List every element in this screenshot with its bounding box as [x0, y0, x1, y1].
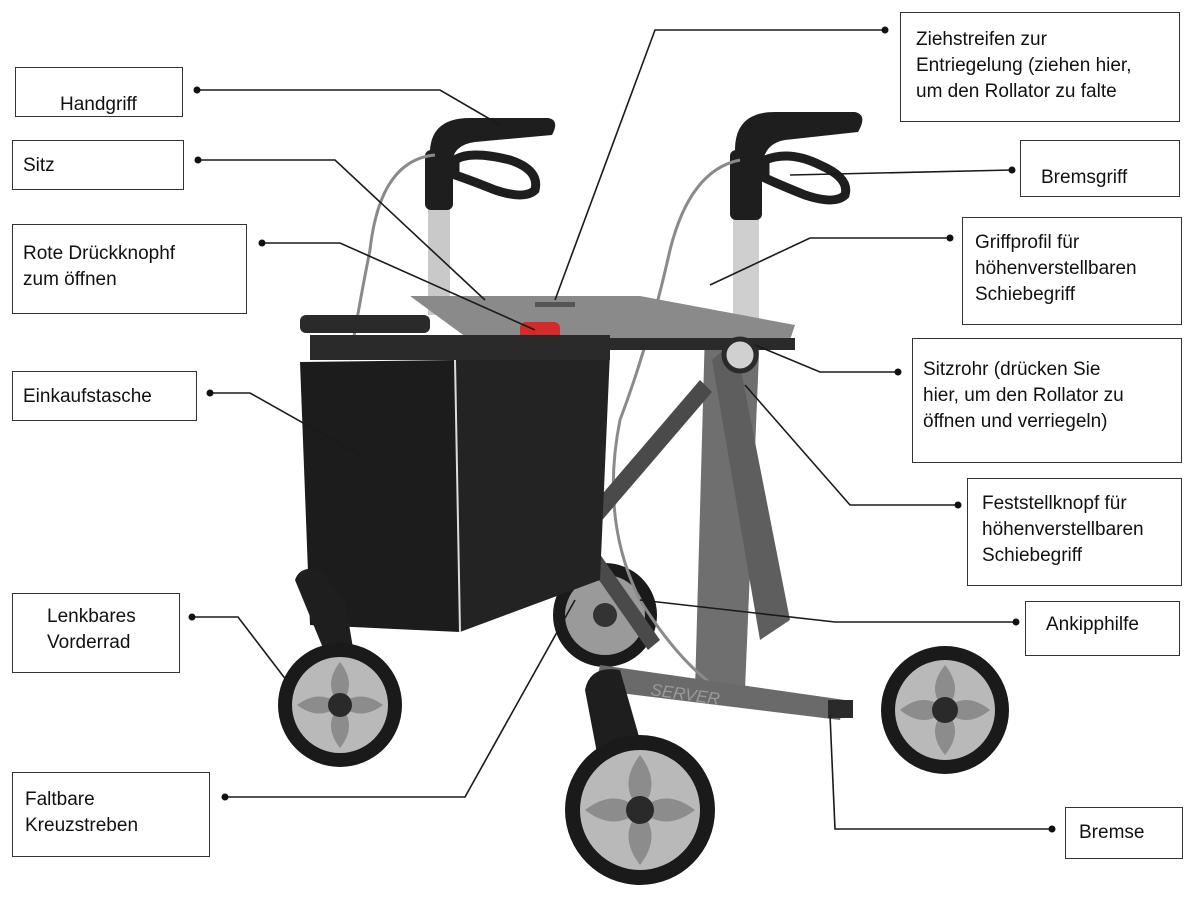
leader-lenkbares-vorderrad	[192, 616, 291, 686]
label-ziehstreifen-text: Ziehstreifen zur Entriegelung (ziehen hi…	[916, 29, 1132, 102]
front-right-wheel	[565, 669, 715, 885]
label-bremse-text: Bremse	[1079, 822, 1145, 843]
leader-ankipphilfe	[639, 599, 1016, 623]
seat-tube-knob	[721, 336, 759, 374]
label-handgriff-text: Handgriff	[60, 94, 137, 115]
leader-lines	[192, 29, 1052, 830]
label-sitzrohr-text: Sitzrohr (drücken Sie hier, um den Rolla…	[923, 359, 1124, 432]
rear-right-wheel	[881, 646, 1009, 774]
label-bremsgriff-text: Bremsgriff	[1041, 167, 1128, 188]
label-einkaufstasche: Einkaufstasche	[12, 371, 197, 421]
label-lenkbares-vorderrad: Lenkbares Vorderrad	[12, 593, 180, 673]
label-handgriff: Handgriff	[15, 67, 183, 117]
leader-faltbare-kreuzstreben	[225, 599, 576, 798]
leader-feststellknopf	[744, 384, 958, 506]
leader-einkaufstasche	[210, 392, 361, 456]
rollator-illustration: SERVER	[278, 112, 1009, 885]
label-griffprofil: Griffprofil für höhenverstellbaren Schie…	[962, 217, 1182, 325]
leader-sitzrohr	[754, 344, 898, 373]
label-faltbare-kreuzstreben-text: Faltbare Kreuzstreben	[25, 789, 139, 836]
leader-bremsgriff	[789, 169, 1013, 176]
label-rote-drueckknopf-text: Rote Drückknophf zum öffnen	[23, 243, 176, 290]
label-sitz-text: Sitz	[23, 155, 55, 176]
label-ziehstreifen: Ziehstreifen zur Entriegelung (ziehen hi…	[900, 12, 1180, 122]
leader-rote-drueckknopf	[262, 242, 536, 331]
label-bremse: Bremse	[1065, 807, 1183, 859]
leader-bremse	[829, 714, 1052, 830]
brake-cable-right	[611, 158, 741, 702]
label-einkaufstasche-text: Einkaufstasche	[23, 386, 152, 407]
label-faltbare-kreuzstreben: Faltbare Kreuzstreben	[12, 772, 210, 857]
label-ankipphilfe-text: Ankipphilfe	[1046, 614, 1139, 635]
label-feststellknopf-text: Feststellknopf für höhenverstellbaren Sc…	[982, 493, 1144, 566]
left-push-handle	[425, 118, 556, 315]
label-sitzrohr: Sitzrohr (drücken Sie hier, um den Rolla…	[912, 338, 1182, 463]
label-feststellknopf: Feststellknopf für höhenverstellbaren Sc…	[967, 478, 1182, 586]
label-lenkbares-vorderrad-text: Lenkbares Vorderrad	[47, 606, 136, 653]
leader-ziehstreifen	[554, 29, 885, 301]
label-ankipphilfe: Ankipphilfe	[1025, 601, 1180, 656]
leader-dots	[188, 26, 1056, 833]
label-sitz: Sitz	[12, 140, 184, 190]
front-left-wheel	[278, 568, 402, 767]
label-bremsgriff: Bremsgriff	[1020, 140, 1180, 197]
right-upright	[695, 112, 863, 690]
leader-handgriff	[197, 89, 501, 126]
label-rote-drueckknopf: Rote Drückknophf zum öffnen	[12, 224, 247, 314]
label-griffprofil-text: Griffprofil für höhenverstellbaren Schie…	[975, 232, 1137, 305]
leader-sitz	[198, 159, 486, 301]
leader-griffprofil	[709, 237, 950, 286]
shopping-bag	[300, 335, 610, 633]
